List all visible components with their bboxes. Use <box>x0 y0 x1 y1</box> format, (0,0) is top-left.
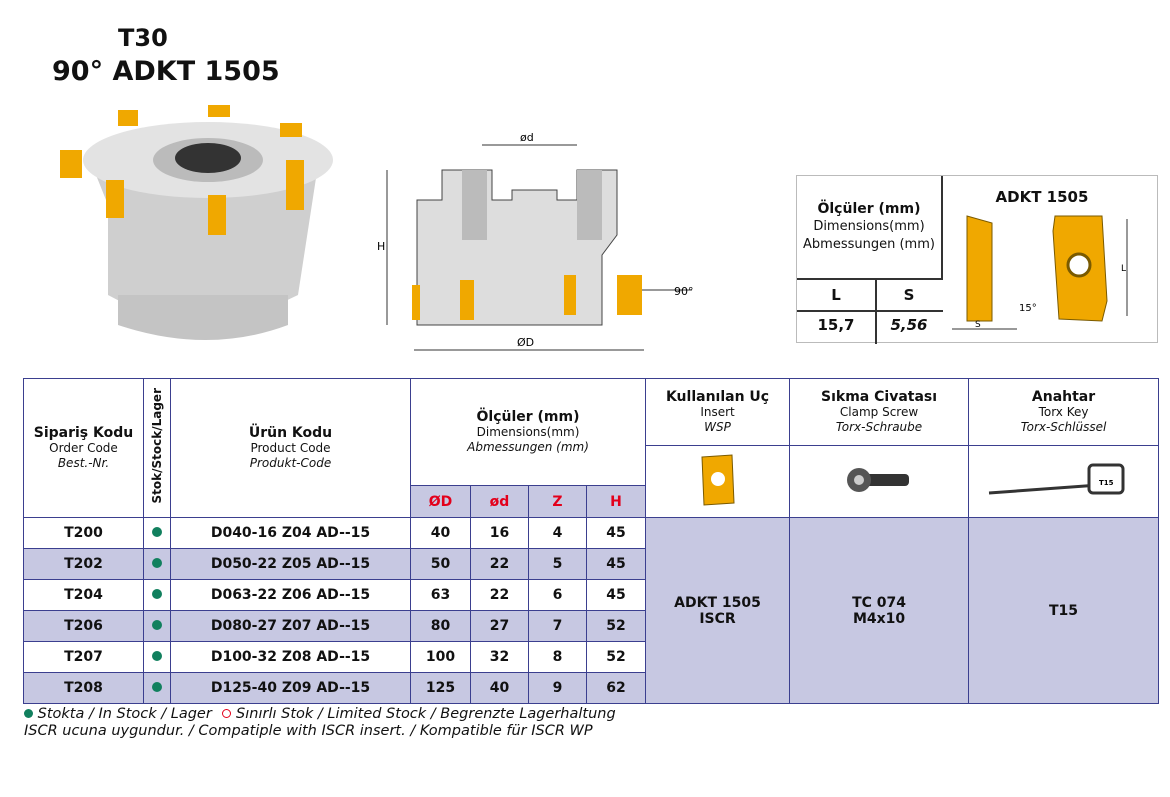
insert-diagram: L S 15° <box>952 215 1128 330</box>
legend-in-stock: Stokta / In Stock / Lager <box>37 706 212 722</box>
cell-H: 62 <box>585 672 647 704</box>
limited-stock-icon <box>222 709 232 718</box>
stock-dot <box>143 579 171 611</box>
screw-image <box>789 445 970 518</box>
stock-dot <box>143 610 171 642</box>
D-label: ØD <box>517 336 534 349</box>
col-L: L <box>831 286 841 304</box>
col-Z: Z <box>528 485 587 518</box>
order-code: T202 <box>23 548 144 580</box>
cell-Z: 7 <box>528 610 587 642</box>
cell-H: 52 <box>585 641 647 673</box>
order-code: T204 <box>23 579 144 611</box>
product-code: D080-27 Z07 AD--15 <box>170 610 411 642</box>
order-code: T200 <box>23 517 144 549</box>
order-code: T208 <box>23 672 144 704</box>
col-d: ød <box>470 485 529 518</box>
cutter-photo <box>60 105 333 340</box>
angle-15: 15° <box>1019 303 1037 314</box>
product-code: D063-22 Z06 AD--15 <box>170 579 411 611</box>
insert-name: ADKT 1505 <box>995 188 1089 206</box>
insert-image <box>645 445 791 518</box>
cell-D: 80 <box>410 610 471 642</box>
key-image: T15 <box>968 445 1160 518</box>
legend-limited: Sınırlı Stok / Limited Stock / Begrenzte… <box>236 706 616 722</box>
cell-H: 52 <box>585 610 647 642</box>
val-L: 15,7 <box>817 316 855 334</box>
key-tag: T15 <box>1099 479 1114 487</box>
order-code: T206 <box>23 610 144 642</box>
insert-dimensions-box: Ölçüler (mm) Dimensions(mm) Abmessungen … <box>796 175 1158 344</box>
stock-dot <box>143 672 171 704</box>
legend: Stokta / In Stock / Lager Sınırlı Stok /… <box>24 706 616 722</box>
in-stock-icon <box>24 709 33 718</box>
cell-H: 45 <box>585 517 647 549</box>
product-code: D040-16 Z04 AD--15 <box>170 517 411 549</box>
header-stock: Stok/Stock/Lager <box>143 378 171 518</box>
cell-Z: 6 <box>528 579 587 611</box>
cell-D: 40 <box>410 517 471 549</box>
dims-heading-de: Abmessungen (mm) <box>803 237 935 252</box>
d-label: ød <box>520 131 534 144</box>
L-mark: L <box>1121 264 1126 274</box>
angle-label: 90° <box>674 285 694 298</box>
col-S: S <box>903 286 915 304</box>
cell-D: 125 <box>410 672 471 704</box>
val-S: 5,56 <box>890 316 928 334</box>
col-D: ØD <box>410 485 471 518</box>
cell-Z: 8 <box>528 641 587 673</box>
cutter-drawing: ød ØD H 90° <box>377 131 694 351</box>
cell-d: 40 <box>470 672 529 704</box>
title-code: T30 <box>118 24 168 52</box>
product-code: D100-32 Z08 AD--15 <box>170 641 411 673</box>
dims-heading: Ölçüler (mm) <box>817 201 921 217</box>
dims-heading-en: Dimensions(mm) <box>813 219 925 234</box>
H-label: H <box>377 240 385 253</box>
S-mark: S <box>975 320 981 330</box>
cell-d: 22 <box>470 579 529 611</box>
cell-d: 27 <box>470 610 529 642</box>
cell-H: 45 <box>585 548 647 580</box>
cell-Z: 4 <box>528 517 587 549</box>
cell-D: 100 <box>410 641 471 673</box>
stock-dot <box>143 641 171 673</box>
product-code: D125-40 Z09 AD--15 <box>170 672 411 704</box>
stock-dot <box>143 517 171 549</box>
cell-d: 32 <box>470 641 529 673</box>
header-dimensions: Ölçüler (mm)Dimensions(mm)Abmessungen (m… <box>409 378 647 486</box>
stock-dot <box>143 548 171 580</box>
product-code: D050-22 Z05 AD--15 <box>170 548 411 580</box>
title-insert: 90° ADKT 1505 <box>52 56 280 87</box>
cell-Z: 9 <box>528 672 587 704</box>
cell-Z: 5 <box>528 548 587 580</box>
cell-D: 50 <box>410 548 471 580</box>
cell-d: 16 <box>470 517 529 549</box>
cell-D: 63 <box>410 579 471 611</box>
cell-d: 22 <box>470 548 529 580</box>
order-code: T207 <box>23 641 144 673</box>
compat-note: ISCR ucuna uygundur. / Compatiple with I… <box>24 723 593 739</box>
key-value: T15 <box>968 517 1160 704</box>
col-H: H <box>585 485 647 518</box>
cell-H: 45 <box>585 579 647 611</box>
